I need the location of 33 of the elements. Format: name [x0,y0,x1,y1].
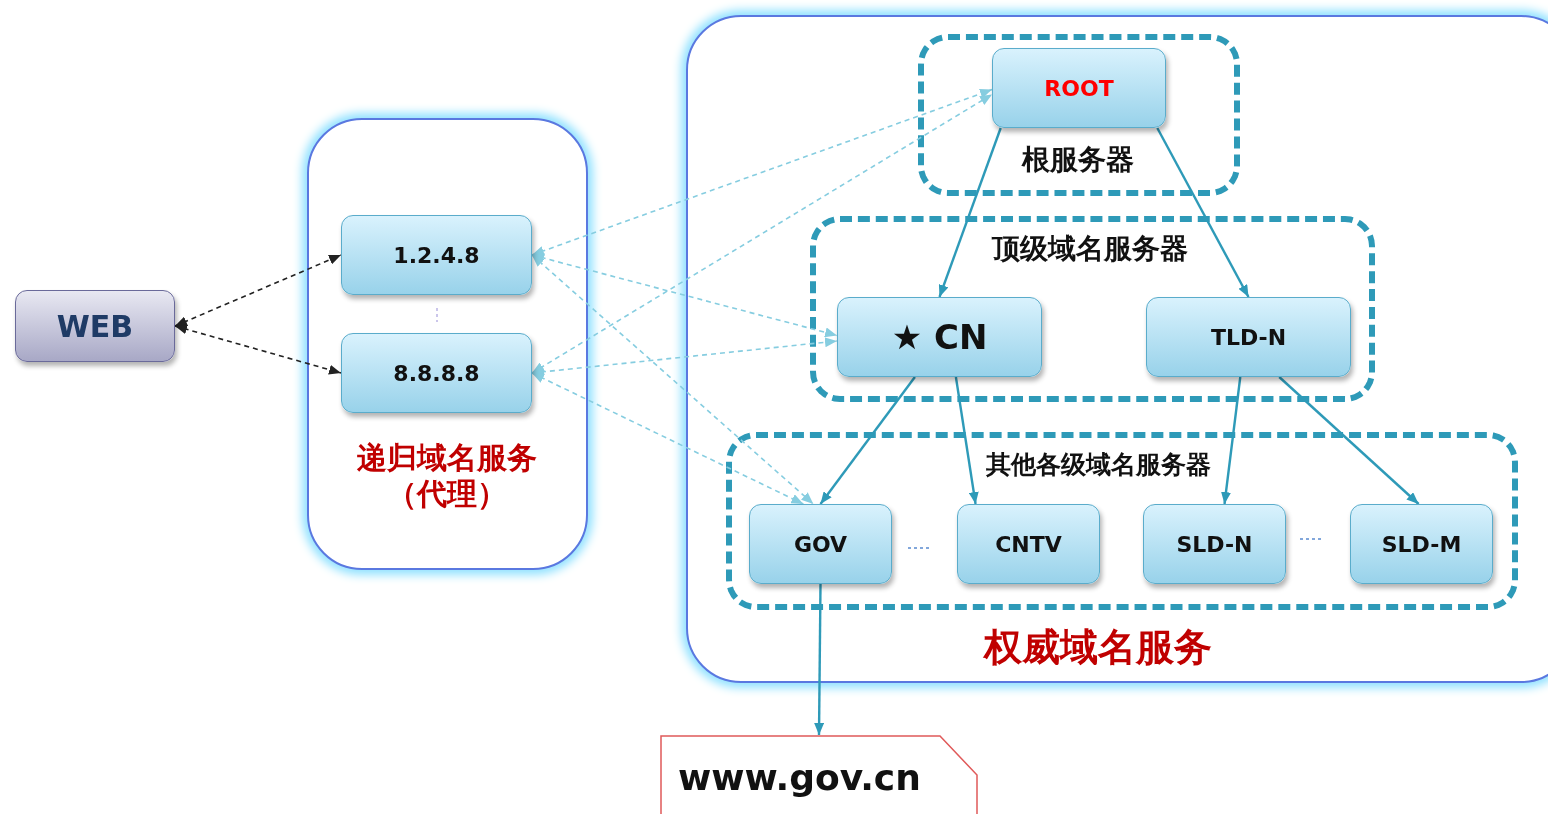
group-heading: 根服务器 [1022,143,1134,177]
server-box: ★ CN [837,297,1042,377]
dashed-group [918,34,1240,196]
client-box: WEB [15,290,175,362]
server-box: SLD-M [1350,504,1493,584]
service-panel [686,15,1548,683]
arrow [531,254,815,505]
arrow [814,584,825,735]
note-box: www.gov.cn [660,735,978,814]
group-heading: 其他各级域名服务器 [985,450,1211,480]
server-box: 8.8.8.8 [341,333,532,413]
arrow [531,337,838,377]
arrow [954,376,979,505]
server-box: SLD-N [1143,504,1286,584]
arrow [531,88,993,256]
arrow [1156,127,1250,298]
server-box: CNTV [957,504,1100,584]
arrow [1278,376,1420,505]
dashed-group [726,432,1518,610]
arrow [938,127,1002,298]
arrow [531,372,805,505]
dashed-group [810,216,1375,402]
arrow [174,324,342,375]
server-box: ROOT [992,48,1166,128]
arrow [174,254,342,327]
arrow [531,253,838,338]
service-panel [307,118,588,570]
server-box: GOV [749,504,892,584]
server-box: TLD-N [1146,297,1351,377]
arrow [1221,376,1242,505]
arrow [531,93,993,374]
group-heading: 顶级域名服务器 [992,232,1188,266]
server-box: 1.2.4.8 [341,215,532,295]
